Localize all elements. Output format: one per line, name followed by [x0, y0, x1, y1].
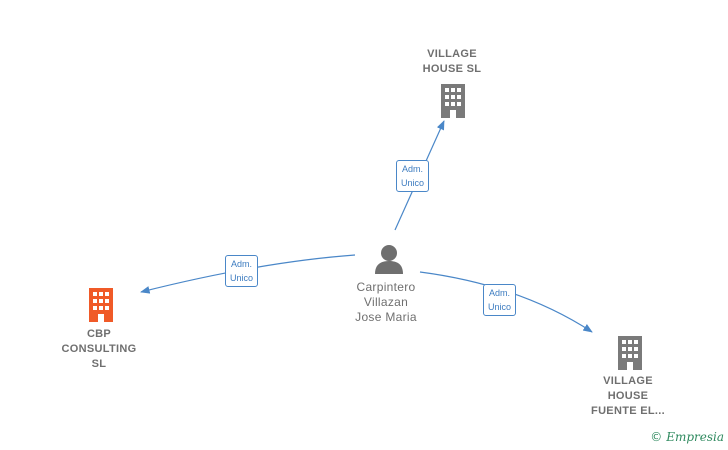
copyright-symbol: ©	[650, 430, 663, 444]
cbp-consulting-label[interactable]: CBP CONSULTING SL	[61, 328, 137, 370]
building-icon[interactable]	[86, 288, 116, 322]
building-icon[interactable]	[615, 336, 645, 370]
person-label[interactable]: Carpintero Villazan Jose Maria	[355, 280, 417, 324]
person-icon[interactable]	[373, 244, 405, 274]
watermark-logo: ©Empresia	[650, 430, 724, 444]
edge-label-village-house: Adm. Unico	[396, 160, 430, 192]
edge-label-village-house-fuente: Adm. Unico	[483, 284, 517, 316]
edge-label-cbp: Adm. Unico	[225, 255, 259, 287]
village-house-fuente-label[interactable]: VILLAGE HOUSE FUENTE EL...	[591, 375, 665, 417]
brand-name: Empresia	[666, 430, 724, 444]
building-icon[interactable]	[438, 84, 468, 118]
village-house-label[interactable]: VILLAGE HOUSE SL	[422, 48, 482, 75]
